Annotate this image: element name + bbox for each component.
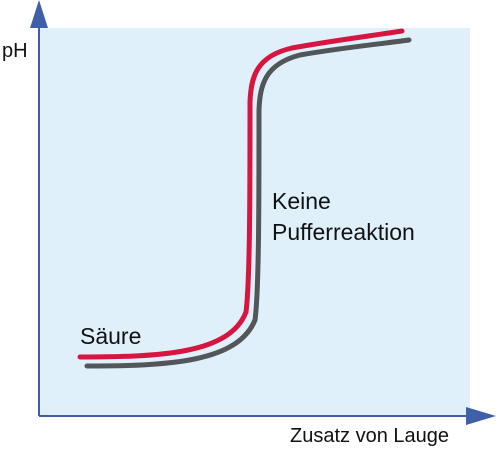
titration-curve [77, 28, 405, 360]
y-axis-label: pH [2, 40, 28, 62]
x-axis-label: Zusatz von Lauge [290, 425, 449, 447]
titration-curve-shadow [84, 37, 412, 369]
x-axis-arrowhead [466, 407, 496, 425]
no-buffer-annotation-line2: Pufferreaktion [272, 219, 415, 245]
acid-annotation: Säure [80, 323, 142, 349]
no-buffer-annotation: Keine Pufferreaktion [272, 186, 415, 248]
no-buffer-annotation-line1: Keine [272, 188, 331, 214]
plot-area [39, 28, 470, 416]
y-axis-arrowhead [30, 0, 48, 28]
